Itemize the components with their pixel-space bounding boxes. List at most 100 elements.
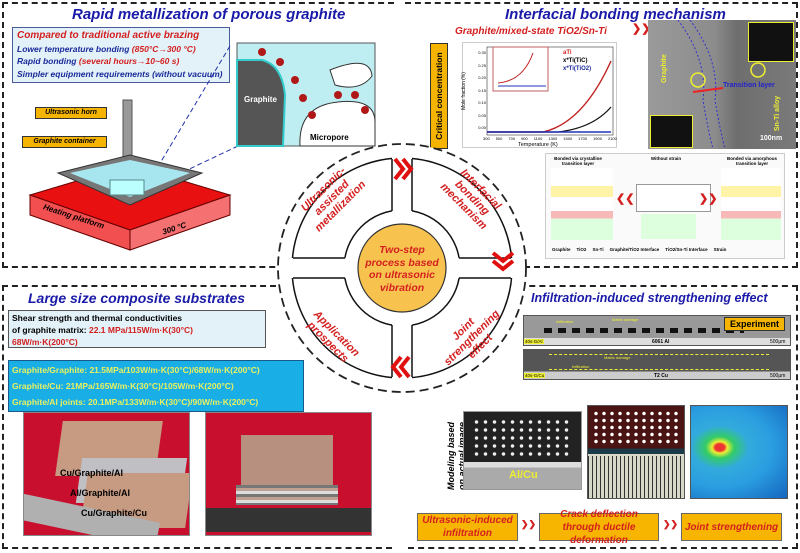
graphite-label: Graphite xyxy=(244,95,277,104)
flow-step-2: Crack deflection through ductile deforma… xyxy=(539,509,659,546)
flow-step-1: Ultrasonic-induced infiltration xyxy=(417,513,518,541)
model-image-1: Al/Cu xyxy=(463,411,582,490)
bullet-detail: (850°C→300 °C) xyxy=(131,43,196,54)
sem-note: Infiltration xyxy=(556,319,574,324)
x-tick: 2100 xyxy=(607,136,617,141)
bullet-detail: (several hours→10~60 s) xyxy=(78,56,180,66)
panel1-title: Rapid metallization of porous graphite xyxy=(72,6,346,23)
sem-image-al: Infiltration Matrix damage 40s-G/Al 6061… xyxy=(523,315,791,346)
panel3-top-border xyxy=(2,285,276,287)
bonding-schematic: Bonded via crystalline transition layer … xyxy=(545,153,785,259)
legend-item: Strain xyxy=(713,247,727,252)
flow-step-3: Joint strengthening xyxy=(681,513,782,541)
matrix-line2: of graphite matrix: xyxy=(12,325,89,335)
panel-applications xyxy=(2,285,392,549)
photo-label: Cu/Graphite/Al xyxy=(60,468,124,478)
x-tick: 1700 xyxy=(578,136,588,141)
tem-image: Graphite Transition layer Sn-Ti alloy 10… xyxy=(648,20,796,149)
sem-scale: 500μm xyxy=(770,373,786,379)
panel4-title: Infiltration-induced strengthening effec… xyxy=(531,291,768,305)
legend-ati: aTi xyxy=(563,50,572,56)
joint-line: Graphite/Graphite: 21.5MPa/103W/m·K(30°C… xyxy=(12,365,260,375)
center-label: Two-step process based on ultrasonic vib… xyxy=(365,244,439,294)
x-tick: 1100 xyxy=(533,136,543,141)
x-tick: 700 xyxy=(508,136,516,141)
x-tick: 300 xyxy=(483,136,490,141)
chevron-left-icon: ❮❮ xyxy=(616,193,635,205)
chevron-right-icon: ❯❯ xyxy=(632,23,651,35)
scale-label: 100nm xyxy=(760,135,783,142)
matrix-value2: 68W/m·K(200°C) xyxy=(12,337,78,347)
mole-fraction-chart: aTi x*Ti(TiC) x*Ti(TiO2) 0.30 0.25 0.20 0.1… xyxy=(460,42,617,148)
critical-concentration-label: Critical concentration xyxy=(430,43,448,149)
panel-metallization xyxy=(2,2,394,268)
sem-note: Matrix damage xyxy=(604,355,631,360)
sem-metal: 6061 Al xyxy=(652,339,670,345)
model-image-3 xyxy=(690,405,788,499)
y-tick: 0.00 xyxy=(478,125,486,130)
matrix-value1: 22.1 MPa/115W/m·K(30°C) xyxy=(88,325,194,335)
bullet-detail: (without vacuum) xyxy=(152,68,223,79)
micropore-label: Micropore xyxy=(310,133,349,142)
schematic-right-label: Bonded via amorphous transition layer xyxy=(726,156,777,166)
alloy-label: Sn-Ti alloy xyxy=(774,95,782,132)
sem-note: Matrix damage xyxy=(612,317,639,322)
panel2-title: Interfacial bonding mechanism xyxy=(505,6,726,23)
process-wheel xyxy=(277,143,527,393)
schematic-middle-label: Without strain xyxy=(650,156,682,161)
panel3-title: Large size composite substrates xyxy=(28,290,246,306)
model-image-2 xyxy=(587,405,685,499)
graphite-tem-label: Graphite xyxy=(660,54,668,83)
legend-item: TiO2 xyxy=(576,247,587,252)
bullet-text: Rapid bonding xyxy=(17,56,77,66)
joints-info-box: Graphite/Graphite: 21.5MPa/103W/m·K(30°C… xyxy=(8,360,304,412)
horn-label: Ultrasonic horn xyxy=(35,107,107,119)
sem-image-cu: Matrix damage Infiltration 40s-G/Cu T2 C… xyxy=(523,349,791,380)
legend-tic: x*Ti(TiC) xyxy=(563,58,588,64)
sem-metal: T2 Cu xyxy=(654,373,668,379)
legend-tio2: x*Ti(TiO2) xyxy=(563,66,592,72)
joint-line: Graphite/Al joints: 20.1MPa/133W/m·K(30°… xyxy=(12,397,259,407)
y-tick: 0.20 xyxy=(478,75,486,80)
y-tick: 0.05 xyxy=(478,112,486,118)
sem-note: Infiltration xyxy=(572,364,590,369)
panel-strengthening xyxy=(408,285,798,549)
bullet-text: Lower temperature bonding xyxy=(17,43,130,54)
x-tick: 1900 xyxy=(593,136,602,141)
panel2-subtitle: Graphite/mixed-state TiO2/Sn-Ti xyxy=(455,26,607,37)
compare-heading: Compared to traditional active brazing xyxy=(17,30,200,41)
chevron-right-icon: ❯❯ xyxy=(663,519,679,529)
legend-item: Graphite/TiO2 Interface xyxy=(609,247,660,252)
compare-box: Compared to traditional active brazing L… xyxy=(12,27,230,83)
x-tick: 1300 xyxy=(548,136,558,141)
y-tick: 0.30 xyxy=(478,50,486,55)
experiment-badge: Experiment xyxy=(724,317,786,331)
matrix-info-box: Shear strength and thermal conductivitie… xyxy=(8,310,266,348)
legend-item: TiO2/Sn-Ti Interface xyxy=(665,247,708,252)
x-axis-label: Temperature (K) xyxy=(518,142,558,148)
transition-layer-label: Transition layer xyxy=(723,82,775,89)
photo-label: Cu/Graphite/Cu xyxy=(81,508,148,518)
panel-bonding xyxy=(405,2,798,268)
model-label: Al/Cu xyxy=(509,469,538,481)
legend-item: Sn-Ti xyxy=(592,247,604,252)
composite-photo-2 xyxy=(205,412,372,536)
container-label: Graphite container xyxy=(22,136,107,148)
joint-line: Graphite/Cu: 21MPa/165W/m·K(30°C)/105W/m… xyxy=(12,381,234,391)
y-tick: 0.10 xyxy=(478,100,486,105)
matrix-line1: Shear strength and thermal conductivitie… xyxy=(12,313,183,323)
x-tick: 500 xyxy=(495,136,503,141)
sem-scale: 500μm xyxy=(770,339,786,345)
y-axis-label: Mole fraction (%) xyxy=(460,72,467,110)
y-tick: 0.25 xyxy=(478,62,486,68)
sem-tag: 40s-G/Al xyxy=(524,339,544,344)
schematic-left-label: Bonded via crystalline transition layer xyxy=(554,156,602,166)
x-tick: 1500 xyxy=(563,136,573,141)
chevron-right-icon: ❯❯ xyxy=(699,193,718,205)
photo-label: Al/Graphite/Al xyxy=(70,488,131,498)
chevron-right-icon: ❯❯ xyxy=(521,519,537,529)
composite-photo-1: Cu/Graphite/Al Al/Graphite/Al Cu/Graphit… xyxy=(23,412,190,536)
x-tick: 900 xyxy=(521,136,528,141)
metallization-illustration: Graphite Micropore xyxy=(28,42,376,251)
bullet-text: Simpler equipment requirements xyxy=(17,68,150,79)
